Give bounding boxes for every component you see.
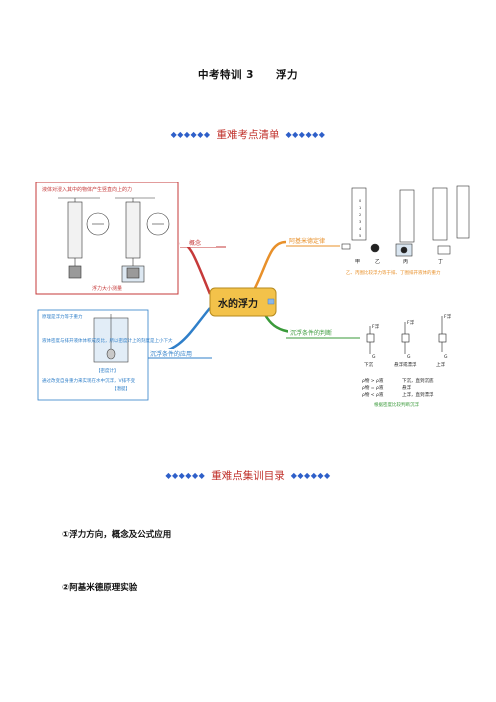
concept-note-bottom: 浮力大小测量 <box>92 285 122 292</box>
concept-illustration-frame <box>35 182 179 295</box>
svg-text:F浮: F浮 <box>444 313 452 320</box>
svg-text:ρ物 > ρ液: ρ物 > ρ液 <box>362 377 384 384</box>
archimedes-note: 乙、丙图比较浮力等于排、丁图排开液体的重力 <box>346 269 441 276</box>
scale-ticks: 0 1 2 3 4 5 <box>359 199 362 238</box>
application-tags: 【密度计】 【潜艇】 <box>96 367 130 392</box>
svg-text:下沉，直到沉底: 下沉，直到沉底 <box>402 377 434 384</box>
section-label: 重难点集训目录 <box>211 470 285 482</box>
svg-text:丙: 丙 <box>403 259 408 265</box>
svg-text:F浮: F浮 <box>372 323 380 330</box>
page-title: 中考特训 3 浮力 <box>198 69 298 81</box>
svg-text:4: 4 <box>359 227 362 231</box>
svg-text:乙: 乙 <box>375 258 380 265</box>
svg-text:G: G <box>444 354 448 360</box>
archimedes-stage-labels: 甲 乙 丙 丁 <box>355 258 443 265</box>
svg-text:ρ物 = ρ液: ρ物 = ρ液 <box>362 384 384 391</box>
application-frame <box>37 309 149 401</box>
svg-text:5: 5 <box>359 234 361 238</box>
svg-text:3: 3 <box>359 220 361 224</box>
archimedes-scales-illustration <box>341 185 470 257</box>
svg-text:下沉: 下沉 <box>364 361 373 368</box>
svg-text:G: G <box>407 354 411 360</box>
svg-text:液体密度与排开液体体积成反比，所以密度计上的刻度是上小下大: 液体密度与排开液体体积成反比，所以密度计上的刻度是上小下大 <box>42 337 173 344</box>
diamond-decoration-left: ◆◆◆◆◆◆ <box>165 471 206 480</box>
note-icon <box>267 298 275 305</box>
force-labels: F浮 F浮 F浮 G G G <box>372 313 452 360</box>
diamond-decoration-left: ◆◆◆◆◆◆ <box>170 130 211 139</box>
section-header-toc: ◆◆◆◆◆◆ 重难点集训目录 ◆◆◆◆◆◆ <box>0 468 496 483</box>
svg-text:【潜艇】: 【潜艇】 <box>112 385 130 392</box>
density-meter-illustration <box>93 314 129 363</box>
concept-note-top: 液体对浸入其中的物体产生竖直向上的力 <box>42 186 132 193</box>
svg-text:上浮: 上浮 <box>436 361 445 368</box>
branch-label-concept: 概念 <box>189 239 201 247</box>
judgement-footer: 根据密度比较判断沉浮 <box>374 401 419 408</box>
center-label: 水的浮力 <box>217 297 258 310</box>
svg-text:通过改变自身重力来实现在水中沉浮，V排不变: 通过改变自身重力来实现在水中沉浮，V排不变 <box>42 377 136 384</box>
section-label: 重难考点清单 <box>216 129 280 141</box>
svg-text:甲: 甲 <box>355 259 360 265</box>
svg-text:F浮: F浮 <box>407 319 415 326</box>
svg-text:【密度计】: 【密度计】 <box>96 367 119 374</box>
svg-text:ρ物 < ρ液: ρ物 < ρ液 <box>362 391 384 398</box>
mind-map: 水的浮力 概念 液体对浸入其中的物体产生竖直向上的力 浮力大小测量 阿基米德定律… <box>35 182 470 408</box>
svg-text:原理是浮力等于重力: 原理是浮力等于重力 <box>42 313 83 320</box>
svg-text:2: 2 <box>359 213 361 217</box>
branch-label-archimedes: 阿基米德定律 <box>289 237 325 245</box>
density-rules: ρ物 > ρ液 ρ物 = ρ液 ρ物 < ρ液 下沉，直到沉底 悬浮 上浮，直到… <box>362 377 434 398</box>
state-labels: 下沉 悬浮或漂浮 上浮 <box>364 361 445 368</box>
branch-label-application: 沉浮条件的应用 <box>150 350 192 358</box>
svg-text:G: G <box>372 354 376 360</box>
section-header-key-points: ◆◆◆◆◆◆ 重难考点清单 ◆◆◆◆◆◆ <box>0 127 496 142</box>
diamond-decoration-right: ◆◆◆◆◆◆ <box>290 471 331 480</box>
svg-text:上浮，直到漂浮: 上浮，直到漂浮 <box>402 391 434 398</box>
svg-text:悬浮或漂浮: 悬浮或漂浮 <box>394 361 417 368</box>
svg-text:1: 1 <box>359 206 361 210</box>
svg-text:丁: 丁 <box>438 259 443 265</box>
mindmap-center-node <box>209 287 277 317</box>
toc-item-1[interactable]: ①浮力方向，概念及公式应用 <box>62 530 172 540</box>
application-notes: 原理是浮力等于重力 液体密度与排开液体体积成反比，所以密度计上的刻度是上小下大 … <box>42 313 173 384</box>
force-diagrams <box>366 316 447 354</box>
branch-label-judgement: 沉浮条件的判断 <box>290 329 332 337</box>
branch-line-application <box>147 307 211 356</box>
toc-item-2[interactable]: ②阿基米德原理实验 <box>62 583 138 593</box>
diamond-decoration-right: ◆◆◆◆◆◆ <box>285 130 326 139</box>
branch-line-concept <box>179 242 212 295</box>
svg-text:0: 0 <box>359 199 361 203</box>
branch-line-archimedes <box>253 240 340 289</box>
svg-text:悬浮: 悬浮 <box>402 384 411 391</box>
spring-scale-illustration <box>58 197 170 283</box>
